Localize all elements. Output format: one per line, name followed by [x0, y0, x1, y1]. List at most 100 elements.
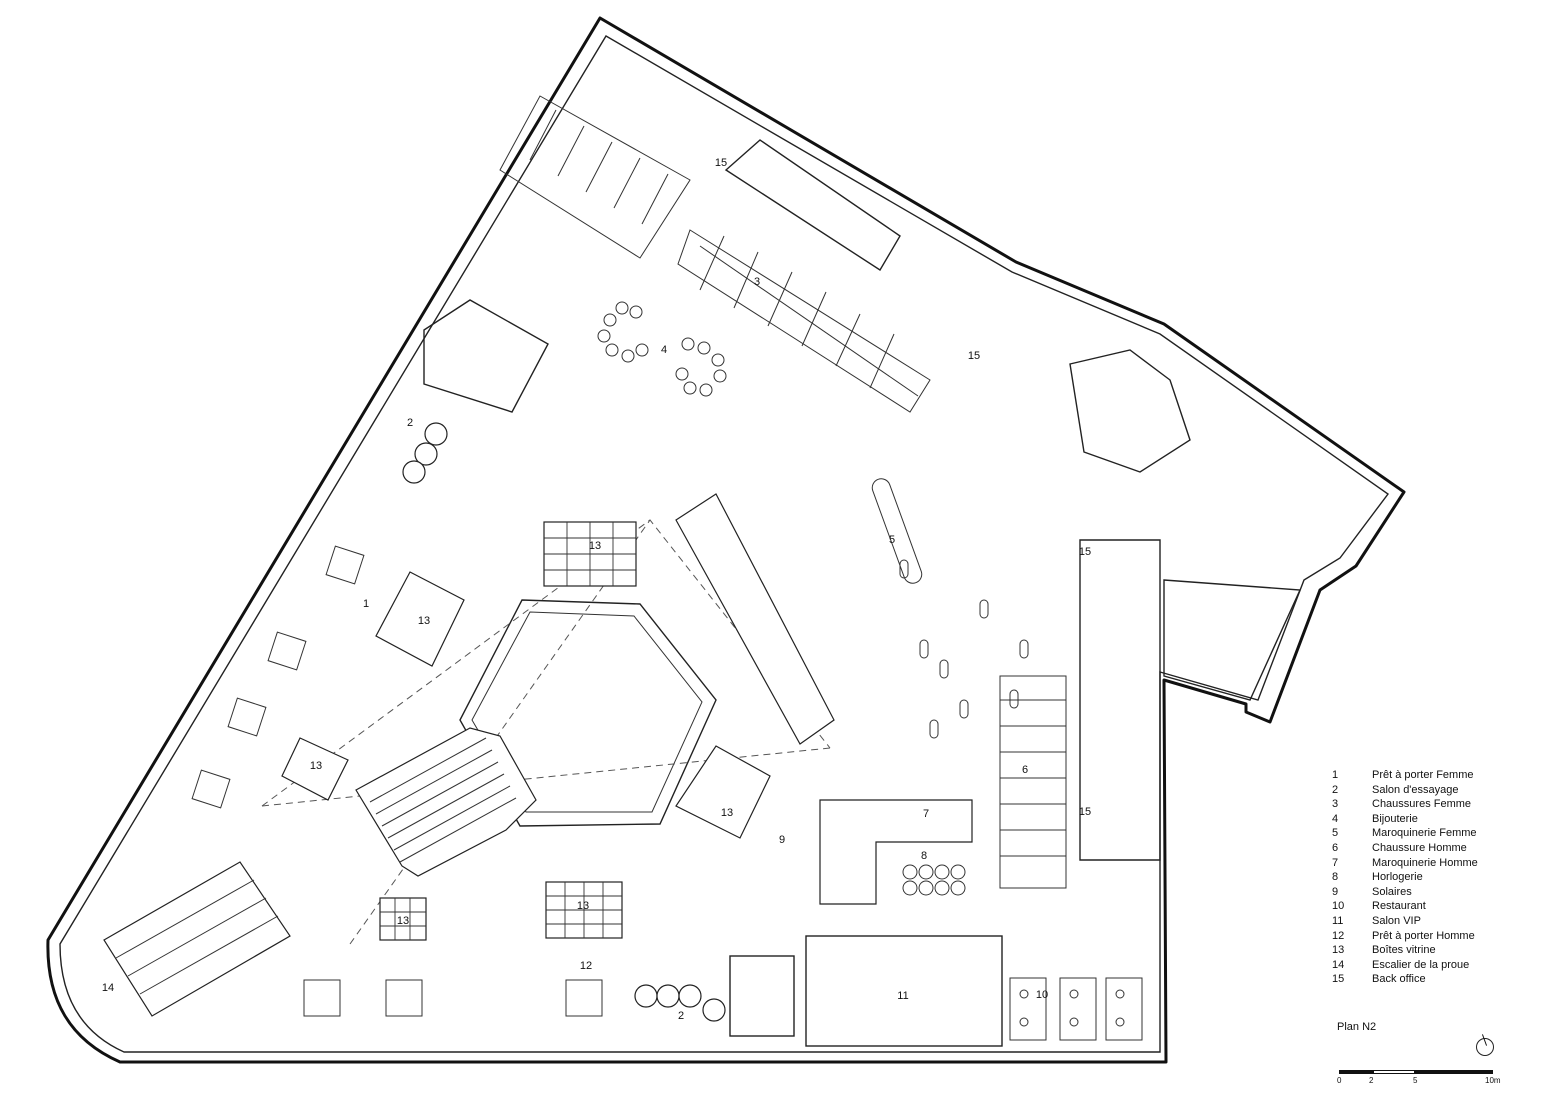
room-label: 13 — [721, 807, 733, 819]
legend-label: Prêt à porter Femme — [1372, 769, 1474, 781]
legend-label: Prêt à porter Homme — [1372, 929, 1475, 942]
shoe-racks — [499, 95, 691, 259]
legend-number: 11 — [1332, 914, 1344, 927]
vitrine-box — [375, 571, 465, 667]
service-core — [1069, 349, 1191, 473]
display-tables — [191, 545, 365, 809]
room-label: 13 — [397, 915, 409, 927]
legend-label: Salon VIP — [1372, 914, 1421, 927]
legend-item: 3 Chaussures Femme — [1332, 797, 1478, 812]
legend-number: 9 — [1332, 885, 1339, 898]
legend-item: 15 Back office — [1332, 972, 1478, 987]
outer-wall — [46, 16, 1406, 1064]
vip-salon — [805, 935, 1003, 1047]
legend-label: Maroquinerie Homme — [1372, 856, 1478, 869]
legend-item: 11 Salon VIP — [1332, 914, 1478, 929]
room-label: 4 — [661, 344, 667, 356]
vitrine-box — [281, 737, 349, 801]
legend-item: 13 Boîtes vitrine — [1332, 943, 1478, 958]
legend-label: Maroquinerie Femme — [1372, 827, 1477, 840]
room-label: 7 — [923, 808, 929, 820]
legend-label: Solaires — [1372, 885, 1412, 898]
room-label: 12 — [580, 960, 592, 972]
room-label: 3 — [754, 276, 760, 288]
scale-tick: 5 — [1413, 1076, 1418, 1085]
display-tables — [303, 979, 603, 1017]
legend-number: 5 — [1332, 827, 1339, 840]
atrium-inner — [471, 611, 703, 813]
counter — [819, 799, 973, 905]
legend-item: 12 Prêt à porter Homme — [1332, 929, 1478, 944]
round-displays — [902, 864, 966, 896]
room-label: 11 — [897, 990, 908, 1002]
room-label: 15 — [1079, 806, 1091, 818]
legend-label: Salon d'essayage — [1372, 783, 1459, 796]
legend-number: 4 — [1332, 812, 1339, 825]
shoe-racks — [999, 675, 1067, 889]
legend-item: 5 Maroquinerie Femme — [1332, 826, 1478, 841]
room-label: 10 — [1036, 989, 1048, 1001]
legend-number: 13 — [1332, 944, 1345, 957]
room-label: 15 — [715, 157, 727, 169]
legend-item: 4 Bijouterie — [1332, 812, 1478, 827]
room-label: 1 — [363, 598, 369, 610]
legend-number: 10 — [1332, 900, 1345, 913]
room-label: 14 — [102, 982, 114, 994]
bow-stair-treads — [115, 879, 279, 995]
room-label: 5 — [889, 534, 895, 546]
room-label: 15 — [968, 350, 980, 362]
shoe-racks — [677, 229, 931, 413]
legend-number: 8 — [1332, 871, 1339, 884]
room-label: 13 — [589, 540, 601, 552]
legend-label: Escalier de la proue — [1372, 958, 1470, 971]
legend-number: 7 — [1332, 856, 1339, 869]
room-label: 13 — [577, 900, 589, 912]
legend-number: 3 — [1332, 798, 1339, 811]
room-label: 13 — [310, 760, 322, 772]
legend-item: 9 Solaires — [1332, 885, 1478, 900]
legend-label: Chaussures Femme — [1372, 798, 1472, 811]
legend-number: 14 — [1332, 958, 1345, 971]
legend: 1 Prêt à porter Femme 2 Salon d'essayage 3… — [1332, 768, 1478, 987]
fitting-room-bays — [402, 422, 726, 1022]
vitrine-box — [675, 745, 771, 839]
room-label: 2 — [678, 1010, 684, 1022]
legend-number: 2 — [1332, 783, 1339, 796]
legend-label: Restaurant — [1372, 900, 1426, 913]
room-label: 2 — [407, 417, 413, 429]
legend-item: 8 Horlogerie — [1332, 870, 1478, 885]
legend-item: 1 Prêt à porter Femme — [1332, 768, 1478, 783]
plan-title: Plan N2 — [1337, 1021, 1377, 1033]
vitrine-box — [545, 881, 623, 939]
north-arrow-icon — [1476, 1038, 1494, 1056]
grand-stair — [355, 727, 537, 877]
legend-label: Boîtes vitrine — [1372, 944, 1436, 957]
room-label: 6 — [1022, 764, 1028, 776]
legend-item: 7 Maroquinerie Homme — [1332, 856, 1478, 871]
legend-number: 12 — [1332, 929, 1345, 942]
scale-tick: 2 — [1369, 1076, 1374, 1085]
legend-item: 10 Restaurant — [1332, 899, 1478, 914]
scale-tick: 10m — [1485, 1076, 1501, 1085]
scale-bar: 0 2 5 10m — [1335, 1068, 1505, 1098]
scale-segment — [1339, 1070, 1373, 1074]
room-label: 13 — [418, 615, 430, 627]
legend-label: Back office — [1372, 973, 1426, 986]
scale-segment — [1373, 1070, 1415, 1074]
legend-number: 1 — [1332, 769, 1339, 781]
legend-label: Chaussure Homme — [1372, 841, 1467, 854]
room-label: 9 — [779, 834, 785, 846]
escalator — [675, 493, 835, 745]
room-label: 15 — [1079, 546, 1091, 558]
legend-label: Horlogerie — [1372, 871, 1423, 884]
service-core — [1163, 579, 1302, 701]
back-office — [1079, 539, 1161, 861]
vitrine-box — [379, 897, 427, 941]
legend-number: 15 — [1332, 973, 1345, 986]
sightline — [349, 519, 651, 945]
legend-label: Bijouterie — [1372, 812, 1418, 825]
bow-stair — [103, 861, 291, 1017]
scale-tick: 0 — [1337, 1076, 1342, 1085]
